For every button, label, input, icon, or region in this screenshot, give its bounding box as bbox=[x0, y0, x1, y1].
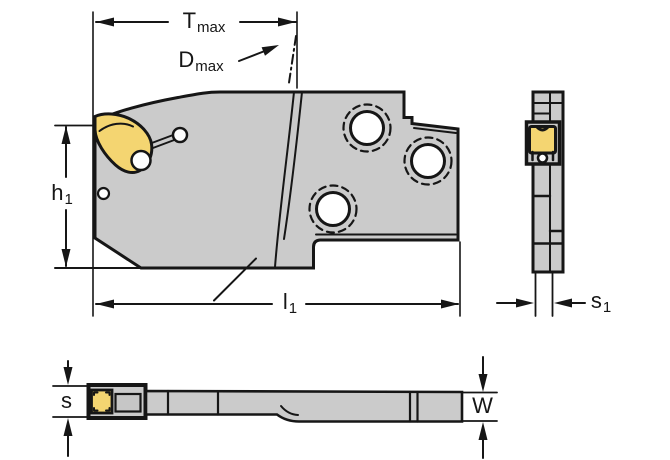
dim-label-w: W bbox=[470, 395, 496, 417]
dim-label-tmax-base: T bbox=[182, 8, 197, 33]
cutting-insert-top bbox=[90, 388, 114, 415]
dim-label-h1-sub: 1 bbox=[64, 191, 73, 208]
clamp-pin bbox=[147, 126, 189, 150]
main-view bbox=[93, 90, 460, 270]
blade-arc-inner bbox=[283, 91, 303, 240]
dim-label-w-base: W bbox=[472, 393, 493, 418]
dimension-s1 bbox=[496, 271, 586, 317]
dim-label-l1-sub: 1 bbox=[288, 300, 298, 317]
mounting-hole bbox=[403, 136, 453, 186]
dim-label-s: s bbox=[59, 390, 75, 412]
dim-label-h1-base: h bbox=[51, 180, 64, 205]
dimension-h1 bbox=[54, 124, 142, 269]
dim-label-dmax-base: D bbox=[178, 47, 195, 72]
blade-arc bbox=[274, 91, 295, 268]
top-view bbox=[86, 383, 464, 423]
dimension-w bbox=[461, 356, 498, 459]
pin-hole bbox=[96, 186, 111, 201]
dim-label-s1-base: s bbox=[590, 288, 602, 313]
dimension-s bbox=[52, 360, 90, 457]
inner-slide-top bbox=[114, 392, 142, 413]
mounting-hole bbox=[308, 184, 358, 234]
dimension-tmax bbox=[92, 11, 298, 317]
blade-top bbox=[144, 389, 464, 423]
insert-clamp-hole bbox=[130, 149, 152, 172]
side-view bbox=[524, 90, 565, 274]
dim-label-l1-base: l bbox=[282, 289, 288, 314]
dim-label-tmax-sub: max bbox=[197, 19, 226, 36]
dim-label-s1-sub: 1 bbox=[602, 299, 612, 316]
dimension-dmax bbox=[238, 35, 297, 87]
leader-line bbox=[213, 257, 257, 302]
mounting-hole bbox=[342, 103, 392, 153]
dim-label-dmax-sub: max bbox=[195, 58, 224, 75]
dimension-l1 bbox=[95, 241, 461, 317]
dim-label-s-base: s bbox=[61, 388, 72, 413]
